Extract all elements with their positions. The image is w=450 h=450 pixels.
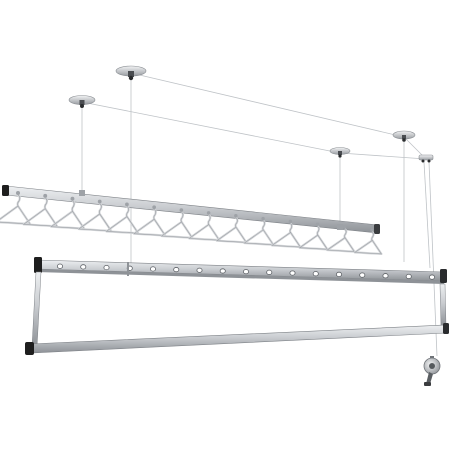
clothes-hanger-icon <box>353 228 383 256</box>
end-cap <box>443 323 449 334</box>
ceiling-pulley-icon <box>392 130 416 142</box>
rail-hole <box>57 263 64 269</box>
clothes-hanger-icon <box>0 191 32 226</box>
ceiling-pulleys <box>68 65 434 163</box>
suspension-cables <box>81 72 438 357</box>
clothes-hanger-icon <box>298 222 329 251</box>
cable-diagonal <box>130 72 405 138</box>
ceiling-pulley-icon <box>418 154 434 163</box>
cable-drop <box>428 161 438 357</box>
rail-hole <box>335 271 342 278</box>
rail-hole <box>289 270 296 276</box>
clothes-hanger-icon <box>132 205 167 237</box>
side-supports <box>31 262 447 348</box>
ceiling-pulley-icon <box>115 65 147 81</box>
rail-hole <box>312 271 319 277</box>
rail-hole <box>382 273 389 279</box>
clothes-hanger-icon <box>77 199 113 233</box>
rail-hole <box>242 269 249 275</box>
rail-hole <box>173 267 180 273</box>
rail-hole <box>103 264 110 271</box>
clothes-hanger-icon <box>22 193 59 228</box>
end-cap <box>34 257 42 273</box>
end-cap <box>2 185 9 196</box>
rail-hole <box>359 272 366 278</box>
cable-drop <box>423 161 431 269</box>
clothes-hanger-icon <box>105 202 140 235</box>
clothes-hanger-icon <box>326 225 356 253</box>
clothes-hanger-icon <box>243 216 275 246</box>
clothes-hanger-icon <box>50 196 86 230</box>
rail-hole <box>196 267 203 273</box>
rail-hole <box>428 274 435 280</box>
cable-diagonal <box>81 101 341 154</box>
end-cap <box>25 342 34 355</box>
clothes-hanger-icon <box>188 211 221 242</box>
rail-hole <box>219 268 226 274</box>
hand-crank-icon <box>423 356 441 386</box>
ceiling-pulley-icon <box>329 147 351 158</box>
hanger-rail <box>34 257 447 284</box>
end-cap <box>374 224 380 234</box>
clothes-hanger-icon <box>270 219 302 249</box>
rail-hole <box>266 269 273 275</box>
end-cap <box>440 269 447 283</box>
clothes-hanger-icon <box>160 208 194 239</box>
cable-diagonal <box>339 152 427 160</box>
upper-hanging-bar <box>2 185 380 234</box>
rail-hole <box>149 266 156 272</box>
hangers <box>0 191 383 256</box>
clothes-hanger-icon <box>215 214 248 244</box>
rail-holes <box>57 263 435 280</box>
rail-hole <box>405 273 412 280</box>
rail-hole <box>80 264 87 270</box>
lower-drying-bar <box>25 323 449 355</box>
ceiling-pulley-icon <box>68 95 96 108</box>
